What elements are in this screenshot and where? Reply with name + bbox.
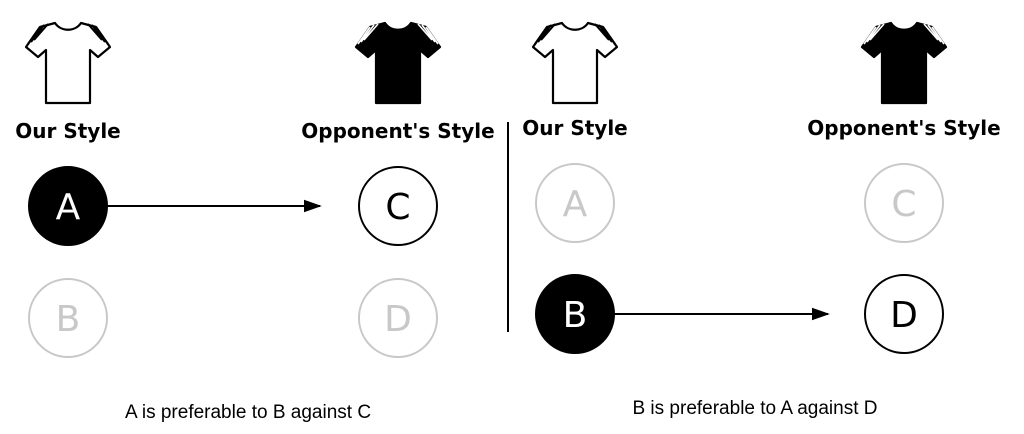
option-letter: D [890, 295, 918, 336]
option-circle-b: B [535, 274, 615, 354]
black-tshirt-icon [354, 21, 442, 105]
black-tshirt-icon [860, 21, 948, 105]
option-letter: A [563, 184, 588, 225]
option-circle-d: D [358, 278, 438, 358]
option-circle-a: A [535, 163, 615, 243]
option-circle-b: B [28, 278, 108, 358]
option-circle-c: C [358, 166, 438, 246]
option-circle-d: D [864, 274, 944, 354]
our-style-label: Our Style [522, 116, 628, 140]
our-style-label: Our Style [15, 119, 121, 143]
option-letter: B [563, 295, 588, 336]
panel-caption: B is preferable to A against D [632, 398, 877, 419]
panel-right: Our Style Opponent's Style A B C D B is … [522, 21, 1001, 419]
option-circle-c: C [864, 163, 944, 243]
option-letter: D [384, 299, 412, 340]
option-letter: C [891, 184, 916, 225]
option-circle-a: A [28, 166, 108, 246]
opponent-style-label: Opponent's Style [301, 119, 494, 143]
white-tshirt-icon [531, 21, 619, 105]
white-tshirt-icon [24, 21, 112, 105]
opponent-style-label: Opponent's Style [807, 116, 1000, 140]
option-letter: B [56, 299, 81, 340]
panel-caption: A is preferable to B against C [125, 402, 371, 423]
option-letter: A [56, 187, 81, 228]
panel-left: Our Style Opponent's Style A B C D A is … [15, 21, 495, 423]
option-letter: C [385, 187, 410, 228]
